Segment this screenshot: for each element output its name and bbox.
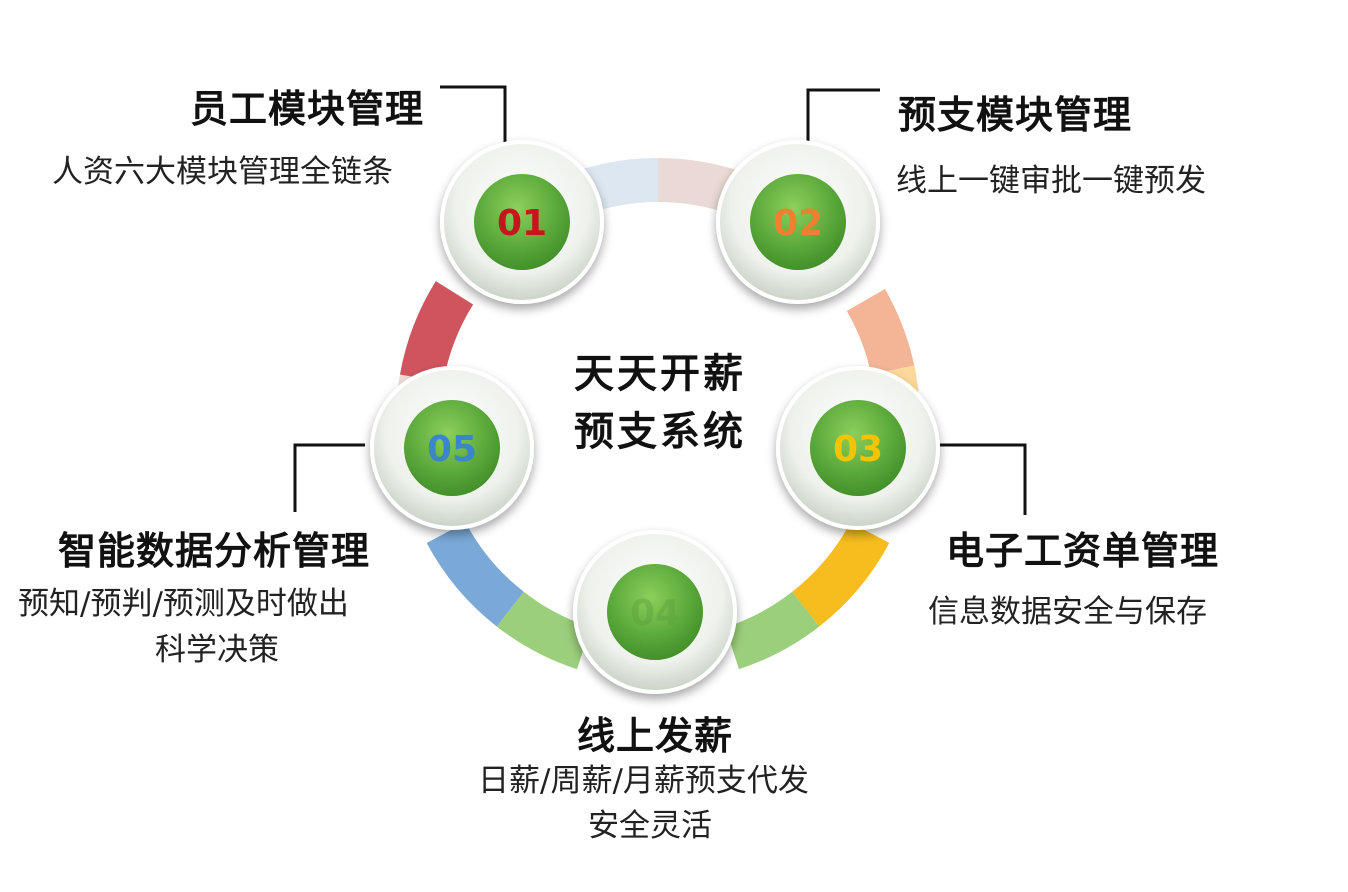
node-05-title: 智能数据分析管理 (58, 529, 371, 573)
node-04-desc-line2: 安全灵活 (588, 808, 712, 844)
node-01-number: 01 (497, 203, 547, 244)
node-02-inner-circle (750, 174, 846, 270)
node-02-number: 02 (773, 203, 823, 244)
ring-segment-bottom-right-green (724, 591, 820, 670)
nodes: 01 02 03 04 05 (370, 140, 940, 694)
connector-lines (293, 85, 1027, 515)
center-title: 天天开薪 预支系统 (555, 345, 765, 461)
node-05: 05 (370, 366, 534, 530)
connector-03 (940, 443, 1027, 515)
node-04-desc-line1: 日薪/周薪/月薪预支代发 (478, 763, 809, 799)
center-title-line2: 预支系统 (574, 409, 746, 455)
node-03-inner-circle (810, 400, 906, 496)
node-03-number: 03 (833, 429, 883, 470)
node-02-desc: 线上一键审批一键预发 (896, 163, 1206, 199)
ring-segment-right-upper (846, 289, 915, 376)
node-01-desc: 人资六大模块管理全链条 (52, 154, 393, 190)
node-04-number: 04 (630, 593, 680, 634)
connector-05 (293, 443, 365, 512)
ring-segment-left-upper (399, 281, 474, 383)
connector-01 (440, 85, 507, 150)
connector-02 (806, 88, 880, 148)
node-05-inner-circle (404, 400, 500, 496)
node-04-title: 线上发薪 (577, 714, 734, 758)
node-03-desc: 信息数据安全与保存 (928, 594, 1207, 630)
node-01-title: 员工模块管理 (190, 87, 425, 131)
node-04-inner-circle (607, 564, 703, 660)
node-03-title: 电子工资单管理 (946, 529, 1220, 573)
ring-segment-bottom-left (426, 521, 525, 627)
node-05-desc-line1: 预知/预判/预测及时做出 (18, 586, 349, 622)
ring-segment-bottom-right (791, 521, 890, 627)
ring-segment-bottom-left-green (496, 591, 592, 670)
node-03: 03 (776, 366, 940, 530)
node-05-number: 05 (427, 429, 477, 470)
node-04: 04 (573, 530, 737, 694)
node-02-title: 预支模块管理 (898, 93, 1133, 137)
node-01-inner-circle (474, 174, 570, 270)
node-05-desc-line2: 科学决策 (155, 632, 279, 668)
node-02: 02 (716, 140, 880, 304)
node-01: 01 (440, 140, 604, 304)
center-title-line1: 天天开薪 (574, 351, 746, 397)
